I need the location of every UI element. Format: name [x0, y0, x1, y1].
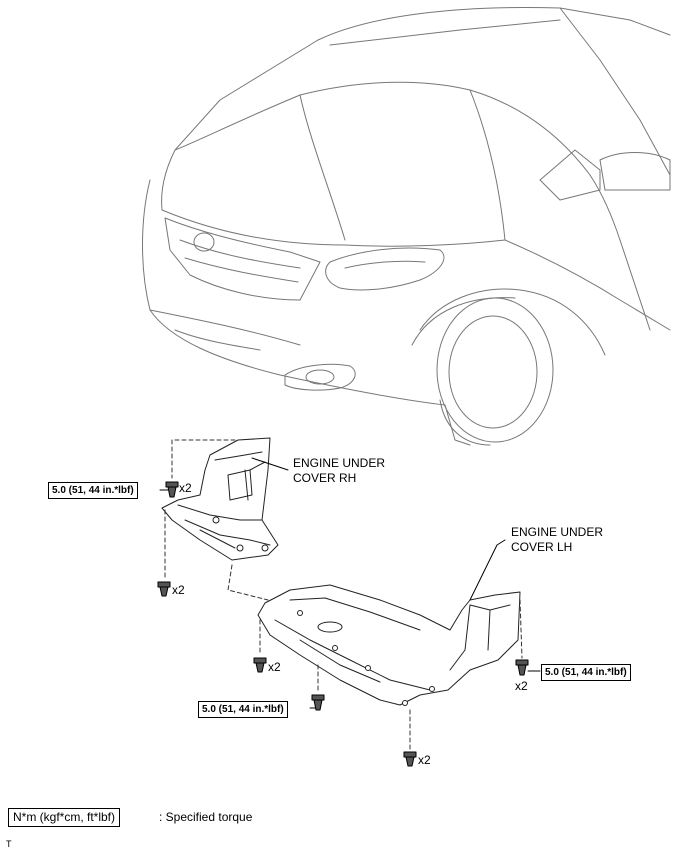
label-engine-under-cover-lh-1: ENGINE UNDER — [511, 525, 604, 539]
engine-under-cover-lh — [257, 584, 521, 706]
quantity-label: x2 — [179, 481, 192, 495]
quantity-label: x2 — [418, 753, 431, 767]
bolt-icons — [157, 481, 529, 767]
label-engine-under-cover-lh-2: COVER LH — [511, 540, 573, 554]
quantity-label: x2 — [268, 660, 281, 674]
bolt-icon — [311, 694, 325, 711]
torque-spec-center: 5.0 (51, 44 in.*lbf) — [198, 701, 288, 718]
bolt-icon — [157, 581, 171, 597]
vehicle-front-illustration — [142, 6, 671, 446]
bolt-icon — [403, 751, 417, 767]
legend-text: : Specified torque — [159, 810, 253, 824]
label-engine-under-cover-rh-2: COVER RH — [293, 471, 357, 485]
legend-unit-box: N*m (kgf*cm, ft*lbf) — [8, 808, 121, 827]
quantity-label: x2 — [515, 679, 528, 693]
label-engine-under-cover-rh-1: ENGINE UNDER — [293, 456, 386, 470]
torque-spec-rh: 5.0 (51, 44 in.*lbf) — [48, 482, 138, 499]
bolt-icon — [515, 659, 529, 676]
illustration-code: T — [6, 839, 12, 849]
quantity-label: x2 — [172, 583, 185, 597]
engine-under-cover-rh — [161, 437, 279, 561]
bolt-icon — [253, 657, 267, 673]
torque-spec-lh: 5.0 (51, 44 in.*lbf) — [541, 664, 631, 681]
bolt-icon — [165, 481, 179, 498]
alignment-lines — [164, 439, 523, 751]
